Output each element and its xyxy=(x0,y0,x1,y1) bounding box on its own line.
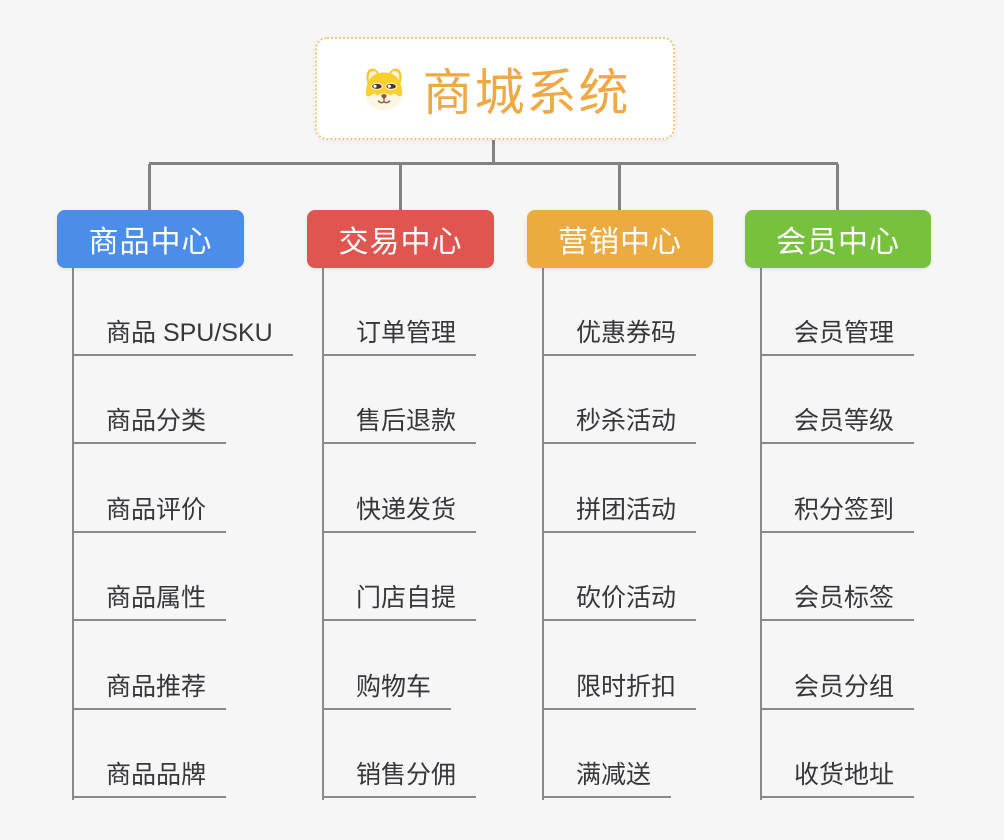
leaf-node[interactable]: 满减送 xyxy=(542,760,672,798)
leaf-node[interactable]: 商品分类 xyxy=(72,406,227,444)
leaf-node[interactable]: 会员标签 xyxy=(760,583,915,621)
branch-spine-line xyxy=(542,267,544,800)
connector-line xyxy=(836,164,839,210)
leaf-node[interactable]: 秒杀活动 xyxy=(542,406,697,444)
connector-line xyxy=(399,164,402,210)
branch-node-member-center[interactable]: 会员中心 xyxy=(745,210,931,268)
branch-label: 营销中心 xyxy=(558,226,682,259)
leaf-node[interactable]: 商品品牌 xyxy=(72,760,227,798)
connector-line xyxy=(148,164,151,210)
connector-line xyxy=(492,140,495,164)
root-label: 商城系统 xyxy=(422,64,631,121)
branch-label: 交易中心 xyxy=(338,226,463,259)
leaf-node[interactable]: 会员等级 xyxy=(760,406,915,444)
leaf-node[interactable]: 门店自提 xyxy=(322,583,477,621)
branch-spine-line xyxy=(760,267,762,800)
leaf-node[interactable]: 拼团活动 xyxy=(542,495,697,533)
leaf-node[interactable]: 商品 SPU/SKU xyxy=(72,318,293,356)
leaf-node[interactable]: 商品评价 xyxy=(72,495,227,533)
leaf-node[interactable]: 优惠券码 xyxy=(542,318,697,356)
leaf-node[interactable]: 会员分组 xyxy=(760,672,915,710)
leaf-node[interactable]: 订单管理 xyxy=(322,318,477,356)
branch-spine-line xyxy=(322,267,324,800)
leaf-node[interactable]: 商品推荐 xyxy=(72,672,227,710)
branch-label: 会员中心 xyxy=(776,226,900,259)
leaf-node[interactable]: 收货地址 xyxy=(760,760,915,798)
leaf-node[interactable]: 限时折扣 xyxy=(542,672,697,710)
leaf-node[interactable]: 购物车 xyxy=(322,672,452,710)
leaf-node[interactable]: 会员管理 xyxy=(760,318,915,356)
leaf-node[interactable]: 砍价活动 xyxy=(542,583,697,621)
leaf-node[interactable]: 售后退款 xyxy=(322,406,477,444)
branch-label: 商品中心 xyxy=(88,226,213,259)
connector-bus-line xyxy=(149,162,838,165)
connector-line xyxy=(618,164,621,210)
leaf-node[interactable]: 积分签到 xyxy=(760,495,915,533)
branch-node-product-center[interactable]: 商品中心 xyxy=(57,210,244,268)
branch-node-marketing-center[interactable]: 营销中心 xyxy=(527,210,713,268)
root-node[interactable]: 商城系统 xyxy=(315,37,675,140)
dog-face-icon xyxy=(364,67,403,111)
leaf-node[interactable]: 销售分佣 xyxy=(322,760,477,798)
leaf-node[interactable]: 快递发货 xyxy=(322,495,477,533)
branch-node-trade-center[interactable]: 交易中心 xyxy=(307,210,494,268)
branch-spine-line xyxy=(72,267,74,800)
leaf-node[interactable]: 商品属性 xyxy=(72,583,227,621)
